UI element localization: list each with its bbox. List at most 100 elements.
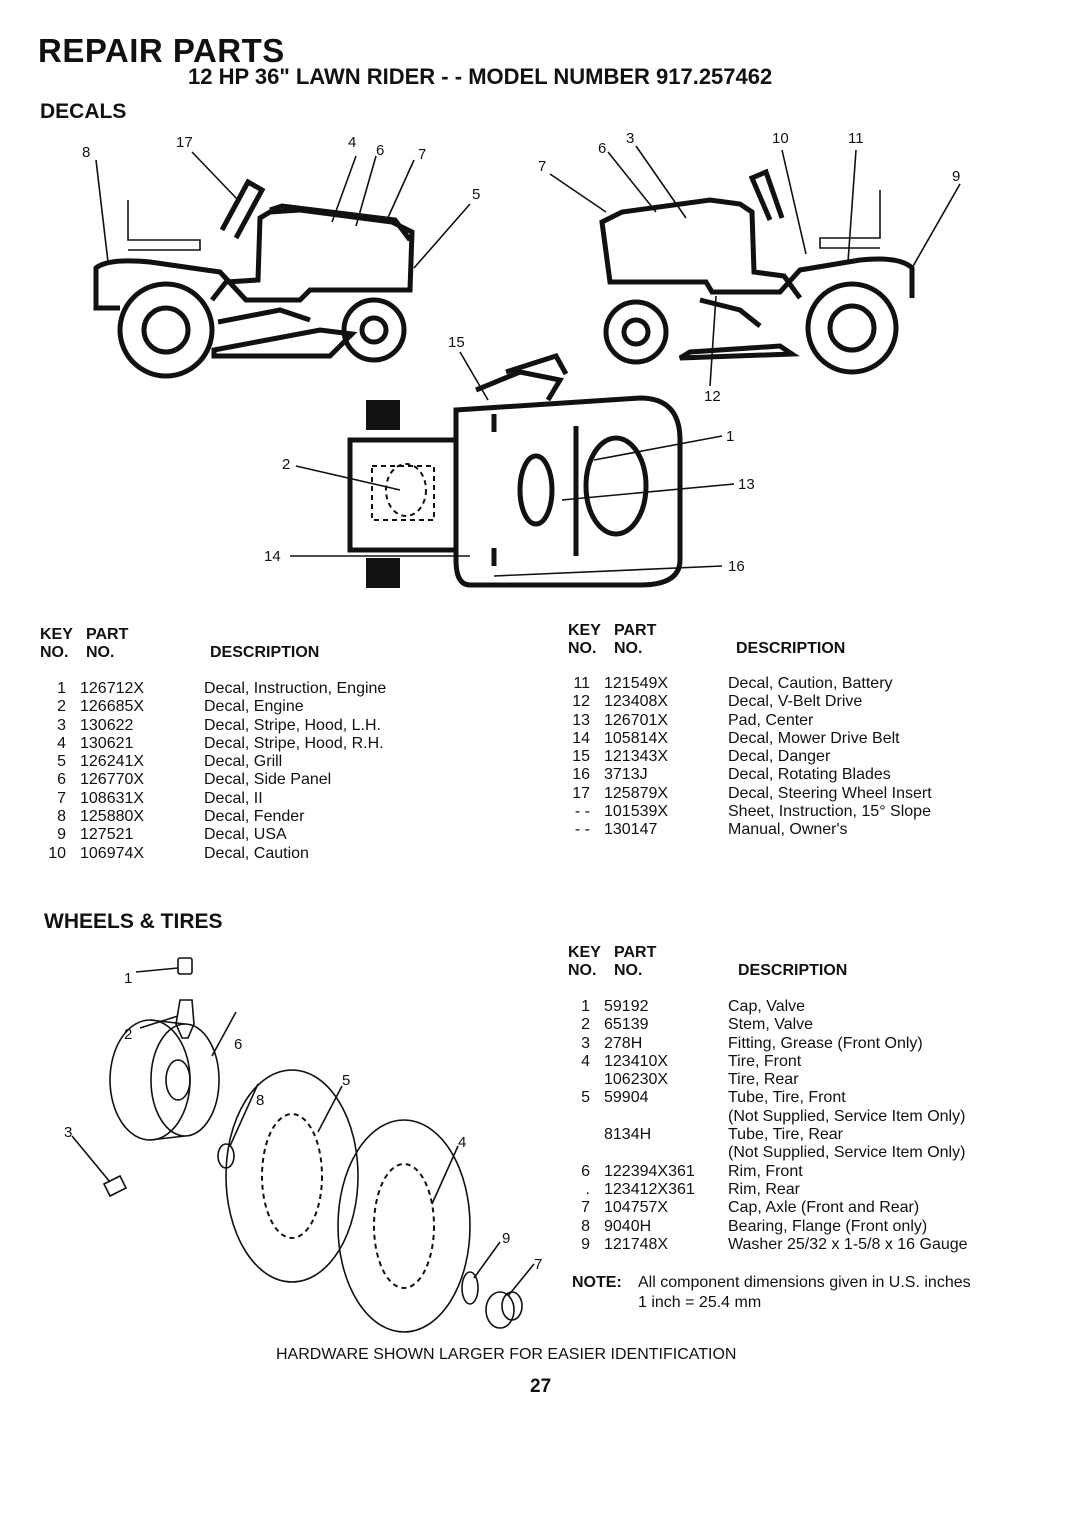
key-no: 8 [581, 1217, 590, 1235]
part-no: 278H [604, 1034, 643, 1052]
description: Decal, Rotating Blades [728, 766, 891, 784]
description: Decal, II [204, 789, 263, 807]
decals-left-header-description: DESCRIPTION [210, 644, 320, 661]
wheel-callout-5: 5 [342, 1072, 351, 1089]
hardware-note: HARDWARE SHOWN LARGER FOR EASIER IDENTIF… [276, 1346, 737, 1363]
description: Tube, Tire, Front [728, 1089, 846, 1107]
description: Decal, Stripe, Hood, L.H. [204, 716, 381, 734]
tractor-right-side-view [599, 168, 915, 375]
table-row: 8 125880X Decal, Fender [30, 808, 386, 826]
description: Rim, Front [728, 1162, 803, 1180]
tractor-left-side-view [93, 178, 415, 379]
callout-12: 12 [704, 388, 721, 405]
description: Cap, Axle (Front and Rear) [728, 1199, 920, 1217]
description: Decal, Fender [204, 808, 305, 826]
part-no: 105814X [604, 729, 669, 747]
callout-10: 10 [772, 130, 789, 147]
part-no: 59192 [604, 998, 649, 1015]
table-row: 106230X Tire, Rear [556, 1071, 968, 1089]
part-no: 125880X [80, 808, 145, 826]
part-no: 125879X [604, 784, 669, 802]
part-no: 122394X361 [604, 1162, 695, 1180]
part-no: 104757X [604, 1199, 669, 1217]
key-no: 10 [48, 844, 66, 862]
description: Tire, Front [728, 1052, 802, 1070]
decals-right-header-description: DESCRIPTION [736, 640, 846, 657]
wheel-callout-1: 1 [124, 970, 133, 987]
part-no: 106230X [604, 1071, 669, 1089]
part-no: 9040H [604, 1217, 652, 1235]
part-no: 65139 [604, 1016, 649, 1034]
part-no: 121549X [604, 675, 669, 692]
part-no: 123410X [604, 1052, 669, 1070]
callout-16: 16 [728, 558, 745, 575]
description: Rim, Rear [728, 1180, 801, 1198]
table-row: 4 123410X Tire, Front [556, 1053, 968, 1071]
key-no: 11 [573, 675, 590, 692]
note: NOTE:All component dimensions given in U… [572, 1274, 971, 1292]
page-subtitle: 12 HP 36" LAWN RIDER - - MODEL NUMBER 91… [188, 64, 773, 89]
description: Decal, Mower Drive Belt [728, 729, 900, 747]
description: Decal, USA [204, 826, 287, 844]
part-no: 126241X [80, 753, 145, 771]
key-no: 16 [572, 766, 590, 784]
part-no: 106974X [80, 844, 145, 862]
part-no: 121748X [604, 1235, 669, 1253]
wheel-callout-6: 6 [234, 1036, 243, 1053]
page-number: 27 [530, 1376, 552, 1397]
key-no: 1 [57, 680, 66, 697]
description: Tube, Tire, Rear [728, 1126, 844, 1144]
key-no: 2 [581, 1016, 590, 1034]
part-no: 126712X [80, 680, 145, 697]
description: Decal, Engine [204, 698, 304, 716]
callout-7b: 7 [538, 158, 547, 175]
callout-4: 4 [348, 134, 357, 151]
key-no: 3 [581, 1034, 590, 1052]
wheel-callout-7: 7 [534, 1256, 543, 1273]
description: Bearing, Flange (Front only) [728, 1217, 928, 1235]
key-no: 3 [57, 716, 66, 734]
part-no: 121343X [604, 748, 669, 766]
key-no: 6 [581, 1162, 590, 1180]
description: Tire, Rear [728, 1071, 799, 1089]
key-no: 4 [581, 1052, 590, 1070]
key-no: - - [574, 821, 590, 839]
note-label: NOTE: [572, 1274, 622, 1291]
table-row: 6 122394X361 Rim, Front [556, 1163, 968, 1181]
description: Pad, Center [728, 711, 814, 729]
key-no: 5 [57, 753, 66, 771]
callout-14: 14 [264, 548, 281, 565]
wheel-callout-8: 8 [256, 1092, 265, 1109]
callout-leader-lines [95, 145, 961, 577]
key-no: 8 [57, 808, 66, 826]
description: Manual, Owner's [728, 821, 848, 839]
page-title: REPAIR PARTS [38, 32, 285, 69]
callout-3: 3 [626, 130, 635, 147]
wheels-header-description: DESCRIPTION [738, 962, 848, 979]
description: Cap, Valve [728, 998, 806, 1015]
callout-15: 15 [448, 334, 465, 351]
description: (Not Supplied, Service Item Only) [728, 1144, 966, 1162]
key-no: 6 [57, 771, 66, 789]
part-no: 126701X [604, 711, 669, 729]
callout-11: 11 [848, 130, 864, 147]
key-no: 1 [581, 998, 590, 1015]
description: Decal, Caution, Battery [728, 675, 893, 692]
note-line-2: 1 inch = 25.4 mm [638, 1294, 762, 1311]
key-no: 12 [572, 693, 590, 711]
